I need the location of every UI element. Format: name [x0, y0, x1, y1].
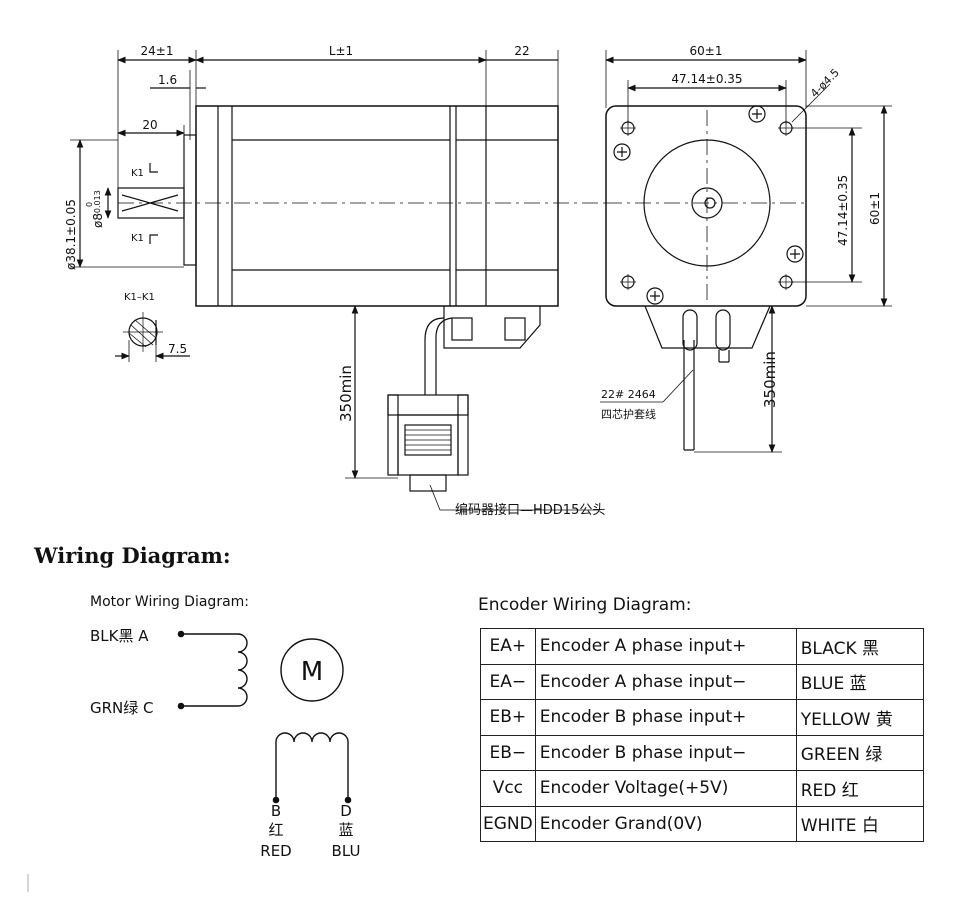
dim-flange-thickness: 1.6 — [158, 73, 177, 87]
dim-shaft-length: 24±1 — [141, 44, 174, 58]
key-mark-top: K1 — [131, 168, 144, 179]
label-blk: BLK黑 A — [90, 627, 149, 645]
pin-description: Encoder B phase input+ — [534, 699, 797, 736]
section-label: K1–K1 — [124, 292, 155, 303]
wiring-diagram-title: Wiring Diagram: — [34, 543, 231, 568]
table-row: EA+Encoder A phase input+BLACK 黑 — [480, 628, 924, 665]
motor-wiring-labels: BLK黑 A GRN绿 C M B 红 RED D 蓝 BLU — [90, 627, 360, 860]
pin-code: EB− — [480, 734, 536, 771]
pin-description: Encoder A phase input+ — [534, 628, 797, 665]
label-b: B — [271, 802, 281, 820]
pin-description: Encoder Grand(0V) — [534, 805, 797, 842]
pin-description: Encoder B phase input− — [534, 734, 797, 771]
label-b-cn: 红 — [268, 821, 283, 839]
pin-code: EA+ — [480, 628, 536, 665]
wire-color: RED 红 — [795, 770, 924, 807]
wire-color: YELLOW 黄 — [795, 699, 924, 736]
label-d-cn: 蓝 — [338, 821, 353, 839]
dim-flat-depth: 7.5 — [168, 342, 187, 356]
wire-desc: 四芯护套线 — [601, 407, 656, 421]
dim-key-length: 20 — [142, 118, 157, 132]
dim-pilot-diameter: ø38.1±0.05 — [64, 199, 78, 270]
wire-color: BLUE 蓝 — [795, 663, 924, 700]
encoder-wiring-title: Encoder Wiring Diagram: — [478, 595, 692, 615]
wire-color: WHITE 白 — [795, 805, 924, 842]
key-mark-bottom: K1 — [131, 233, 144, 244]
pin-description: Encoder Voltage(+5V) — [534, 770, 797, 807]
label-b-en: RED — [260, 842, 291, 860]
pin-code: EA− — [480, 663, 536, 700]
table-row: EA−Encoder A phase input−BLUE 蓝 — [480, 663, 924, 700]
pin-code: Vcc — [480, 770, 536, 807]
wire-spec: 22# 2464 — [601, 388, 656, 401]
dim-cable-length-left: 350min — [337, 365, 355, 422]
dim-hole-spacing-v: 47.14±0.35 — [836, 175, 850, 246]
dim-shaft-diameter: ø8 — [91, 213, 105, 228]
side-view — [70, 50, 606, 511]
connector-label: 编码器接口—HDD15公头 — [455, 502, 605, 518]
table-row: EB+Encoder B phase input+YELLOW 黄 — [480, 699, 924, 736]
dim-mount-holes: 4-ø4.5 — [808, 66, 842, 100]
mount-hole — [620, 120, 794, 290]
wire-color: BLACK 黑 — [795, 628, 924, 665]
wire-color: GREEN 绿 — [795, 734, 924, 771]
dim-cable-length-right: 350min — [761, 351, 779, 408]
screw — [613, 105, 804, 305]
dim-shaft-tol-upper: 0 — [85, 202, 94, 207]
motor-wiring-schematic — [177, 630, 352, 804]
label-d-en: BLU — [332, 842, 361, 860]
dim-body-length: L±1 — [329, 44, 353, 58]
motor-symbol: M — [301, 657, 323, 687]
table-row: EB−Encoder B phase input−GREEN 绿 — [480, 734, 924, 771]
label-grn: GRN绿 C — [90, 699, 154, 717]
dim-hole-spacing-h: 47.14±0.35 — [671, 72, 742, 86]
label-d: D — [340, 802, 352, 820]
dim-shaft-tol-lower: -0.013 — [93, 190, 102, 216]
dim-frame-height: 60±1 — [868, 192, 882, 225]
dim-encoder-length: 22 — [514, 44, 529, 58]
dim-frame-width: 60±1 — [690, 44, 723, 58]
pin-description: Encoder A phase input− — [534, 663, 797, 700]
motor-wiring-title: Motor Wiring Diagram: — [90, 594, 250, 610]
pin-code: EB+ — [480, 699, 536, 736]
dimension-labels: 24±1 L±1 22 1.6 20 K1 K1 ø38.1±0.05 ø8 0… — [64, 44, 882, 518]
pin-code: EGND — [480, 805, 536, 842]
front-view — [600, 50, 892, 453]
